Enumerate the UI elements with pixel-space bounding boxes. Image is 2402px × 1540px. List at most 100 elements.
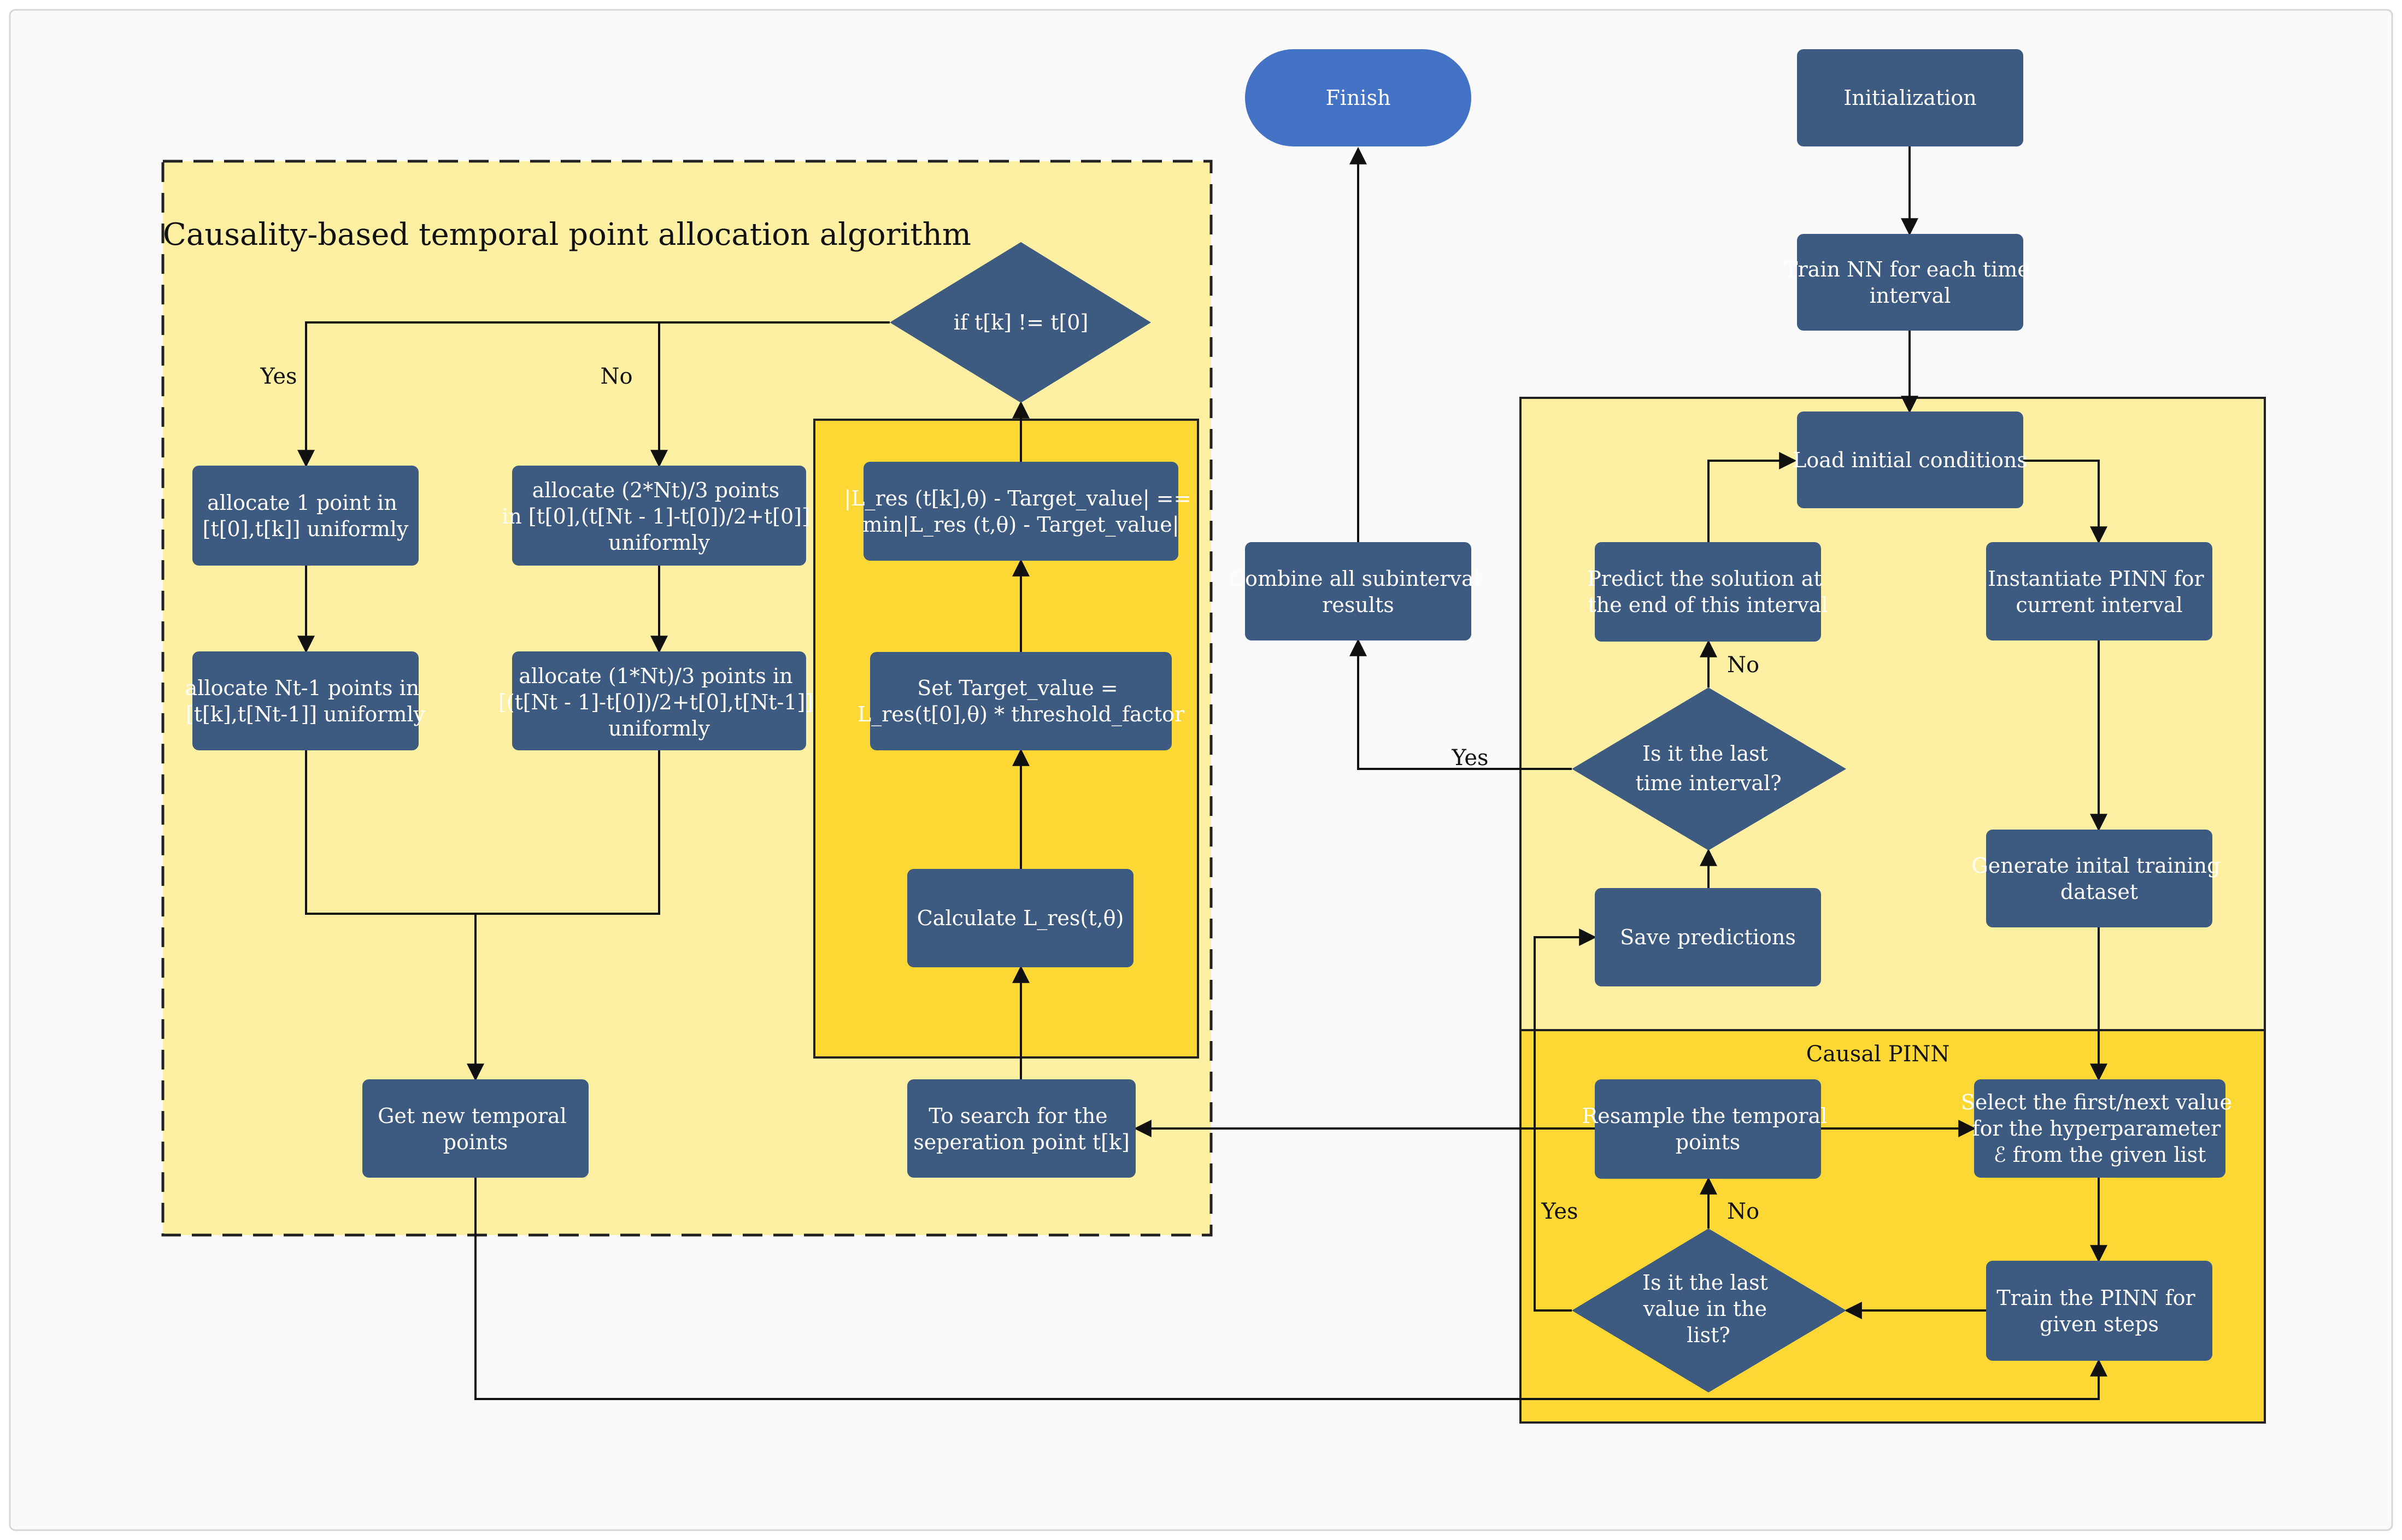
initialization-node [1797,49,2023,146]
last-value-line-1: Is it the last [1642,1271,1768,1295]
allocate-1nt-line-2: [(t[Nt - 1]-t[0])/2+t[0],t[Nt-1]] [498,690,813,714]
resample-node [1595,1079,1821,1179]
select-hyperparameter-line-1: Select the first/next value [1961,1090,2232,1114]
allocate-2nt-node [512,466,806,566]
load-initial-label: Load initial conditions [1793,448,2028,472]
edge-merge-allocations [305,750,660,915]
set-target-node [870,652,1172,750]
allocate-2nt-label: allocate (2*Nt)/3 points in [t[0],(t[Nt … [502,478,817,555]
allocate-1nt-node [512,651,806,750]
instantiate-line-1: Instantiate PINN for [1988,567,2204,591]
finish-node [1245,49,1471,146]
lres-min-line-2: min|L_res (t,θ) - Target_value| [862,513,1179,537]
train-pinn-line-1: Train the PINN for [1996,1286,2195,1310]
select-hyperparameter-line-3: ℰ from the given list [1994,1143,2206,1167]
generate-dataset-line-2: dataset [2060,880,2138,904]
instantiate-line-2: current interval [2016,593,2182,617]
last-interval-line-1: Is it the last [1642,742,1768,766]
instantiate-label: Instantiate PINN for current interval [1988,567,2211,617]
instantiate-node [1986,542,2212,640]
causal-pinn-title: Causal PINN [1806,1042,1950,1067]
combine-line-1: Combine all subinterval [1229,567,1481,591]
allocate-nt1-node [192,651,419,750]
resample-line-1: Resample the temporal [1582,1104,1828,1128]
predict-line-2: the end of this interval [1588,593,1828,617]
generate-dataset-node [1986,830,2212,927]
edge-question-yes-to-save [1534,928,1597,1312]
allocate-1nt-line-3: uniformly [608,716,710,740]
initialization-label: Initialization [1843,86,1976,110]
edge-load-to-instantiate [2023,460,2107,544]
edges [297,146,2107,1400]
edge-get-new-to-select [474,1178,2107,1400]
lres-min-label: |L_res (t[k],θ) - Target_value| == min|L… [844,486,1197,537]
allocate-nt1-line-2: [t[k],t[Nt-1]] uniformly [186,702,426,726]
combine-node [1245,542,1471,640]
last-interval-decision [1572,687,1846,850]
search-separation-node [907,1079,1136,1178]
allocate-1-point-node [192,466,419,566]
get-new-points-line-1: Get new temporal [378,1104,567,1128]
predict-node [1595,542,1821,642]
get-new-points-label: Get new temporal points [378,1104,573,1154]
save-predictions-label: Save predictions [1620,925,1796,949]
train-nn-label: Train NN for each time interval [1784,257,2036,308]
get-new-points-line-2: points [443,1130,508,1154]
finish-label: Finish [1325,86,1390,110]
train-pinn-line-2: given steps [2040,1312,2159,1336]
last-value-label: Is it the last value in the list? [1642,1271,1775,1347]
resample-line-2: points [1676,1130,1741,1154]
allocate-2nt-line-2: in [t[0],(t[Nt - 1]-t[0])/2+t[0]] [502,504,810,528]
allocate-1nt-label: allocate (1*Nt)/3 points in [(t[Nt - 1]-… [498,664,820,740]
last-interval-line-2: time interval? [1635,771,1781,795]
select-hyperparameter-node [1974,1079,2225,1178]
edge-predict-to-load [1707,452,1797,542]
set-target-line-1: Set Target_value = [917,676,1118,701]
allocate-1-point-line-2: [t[0],t[k]] uniformly [203,517,409,541]
lres-min-line-1: |L_res (t[k],θ) - Target_value| == [844,486,1191,511]
last-interval-label: Is it the last time interval? [1635,742,1781,795]
train-nn-line-1: Train NN for each time [1784,257,2030,281]
allocate-1nt-line-1: allocate (1*Nt)/3 points in [519,664,792,688]
train-pinn-node [1986,1261,2212,1361]
search-separation-line-2: seperation point t[k] [913,1130,1130,1154]
edge-if-yes-to-allocate-1 [297,321,890,468]
nodes: Finish Initialization Train NN for each … [185,49,2239,1392]
no-label-allocation: No [600,364,632,389]
generate-dataset-label: Generate inital training dataset [1971,854,2227,904]
predict-line-1: Predict the solution at [1587,567,1822,591]
last-value-line-3: list? [1687,1323,1730,1347]
get-new-points-node [362,1079,589,1178]
select-hyperparameter-label: Select the first/next value for the hype… [1961,1090,2239,1167]
search-separation-label: To search for the seperation point t[k] [913,1104,1130,1154]
combine-label: Combine all subinterval results [1229,567,1487,617]
select-hyperparameter-line-2: for the hyperparameter [1972,1116,2221,1141]
generate-dataset-line-1: Generate inital training [1971,854,2220,878]
save-predictions-node [1595,888,1821,986]
train-nn-node [1797,234,2023,331]
set-target-line-2: L_res(t[0],θ) * threshold_factor [858,702,1185,727]
last-value-line-2: value in the [1643,1297,1767,1321]
train-nn-line-2: interval [1870,284,1951,308]
train-pinn-label: Train the PINN for given steps [1996,1286,2202,1336]
allocate-2nt-line-1: allocate (2*Nt)/3 points [532,478,780,502]
calculate-lres-label: Calculate L_res(t,θ) [917,906,1124,931]
allocate-1-point-label: allocate 1 point in [t[0],t[k]] uniforml… [203,491,409,541]
yes-label-combine: Yes [1451,745,1488,771]
allocate-nt1-label: allocate Nt-1 points in [t[k],t[Nt-1]] u… [185,676,426,726]
yes-label-save: Yes [1541,1199,1578,1224]
lres-min-node [864,462,1178,561]
calculate-lres-node [907,869,1134,967]
load-initial-node [1797,412,2023,508]
if-tk-decision [890,242,1151,403]
resample-label: Resample the temporal points [1582,1104,1834,1154]
set-target-label: Set Target_value = L_res(t[0],θ) * thres… [858,676,1185,727]
search-separation-line-1: To search for the [929,1104,1107,1128]
allocate-1-point-line-1: allocate 1 point in [207,491,397,515]
no-label-predict: No [1727,653,1759,678]
yes-label-allocation: Yes [260,364,297,389]
allocate-2nt-line-3: uniformly [608,531,710,555]
if-tk-label: if t[k] != t[0] [954,310,1089,334]
edge-last-interval-yes-to-combine [1349,638,1572,770]
